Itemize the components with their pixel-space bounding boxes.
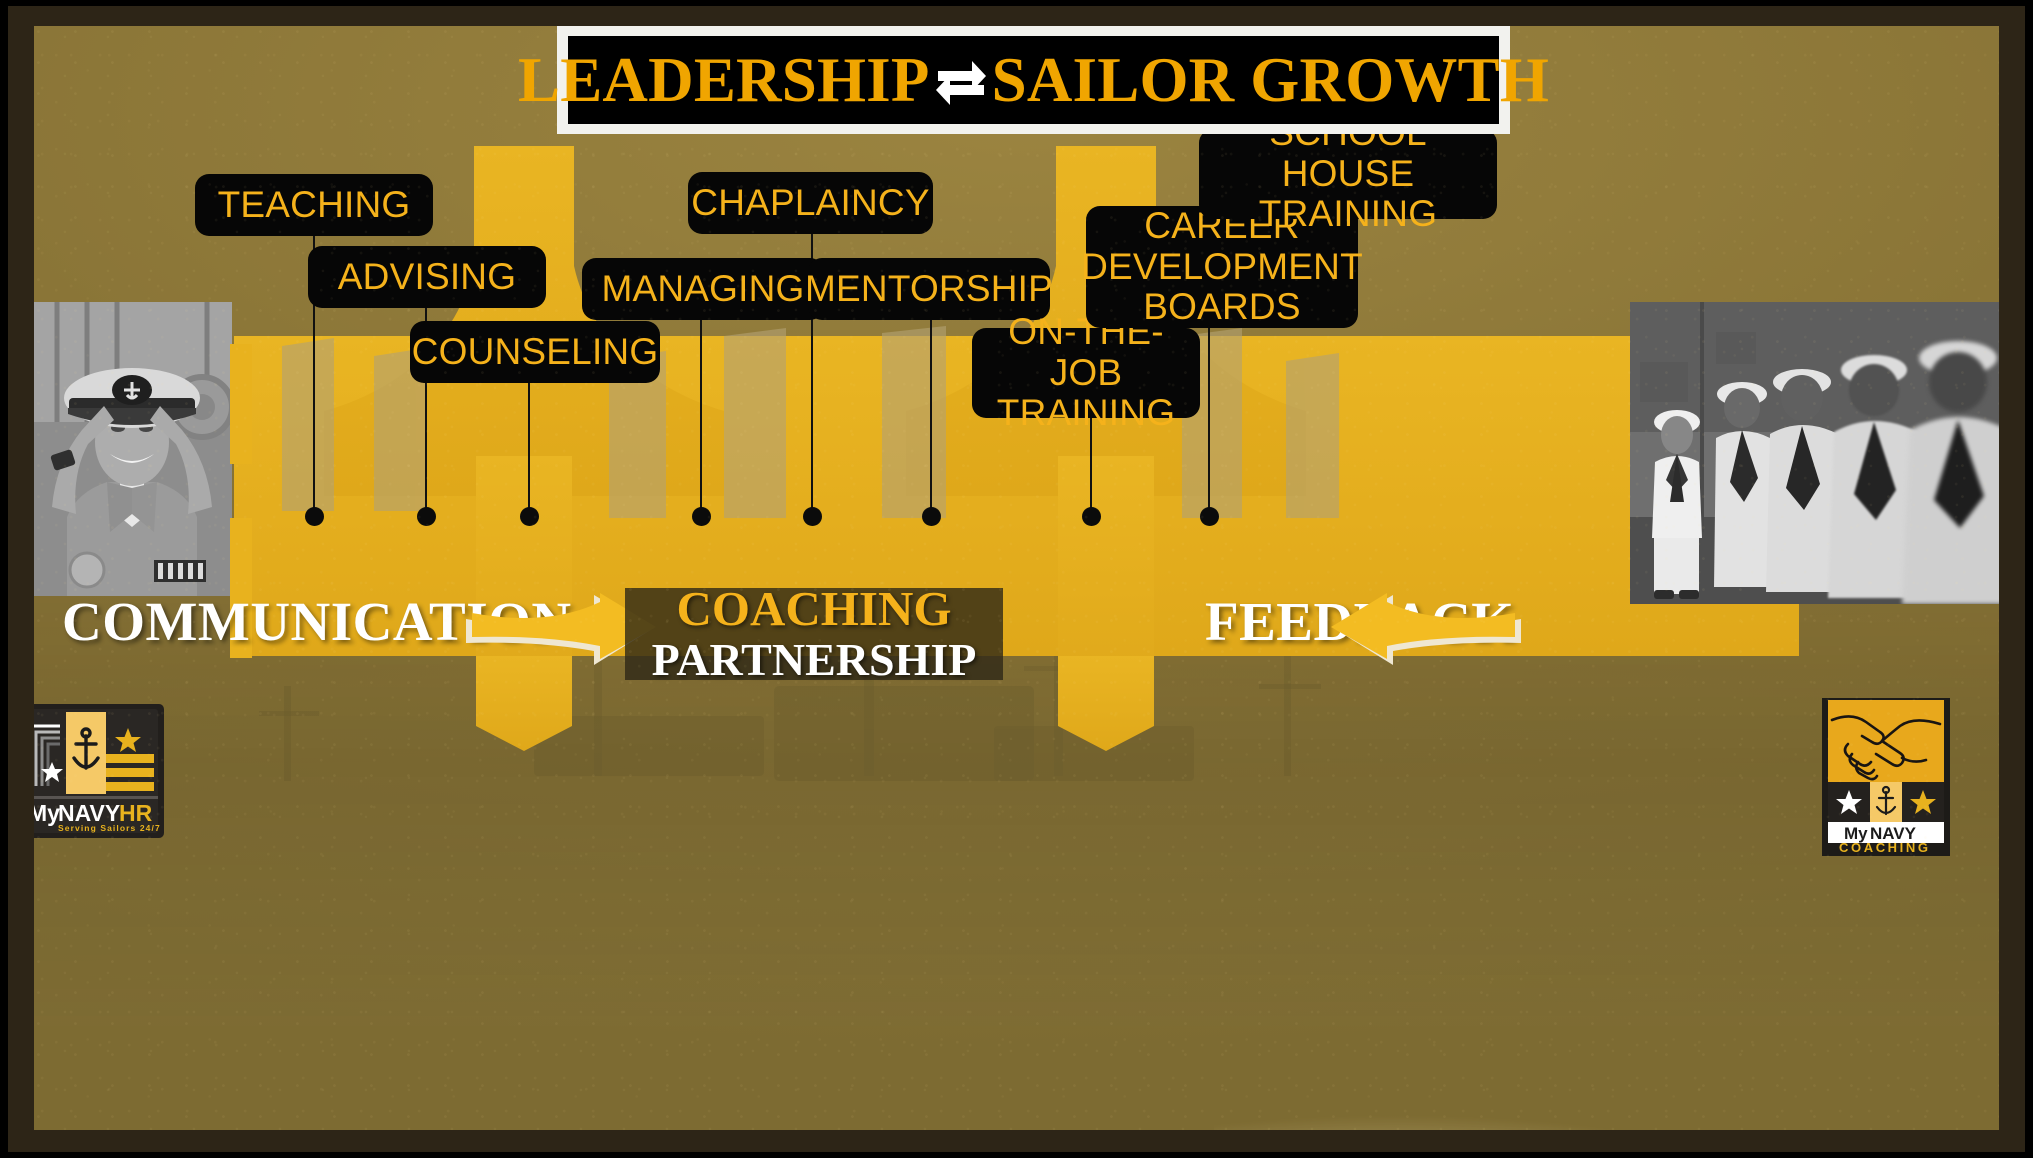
leader-line-managing	[700, 308, 702, 516]
coaching-partnership-box: COACHING PARTNERSHIP	[625, 582, 1003, 685]
leader-dot-ojt	[1082, 507, 1101, 526]
poster-canvas: TEACHING ADVISING COUNSELING MANAGING CH…	[34, 26, 1999, 1130]
svg-text:NAVY: NAVY	[58, 800, 120, 826]
coaching-line: COACHING	[676, 580, 952, 636]
ship-silhouette	[284, 686, 291, 781]
svg-text:My: My	[1844, 824, 1868, 843]
ship-silhouette	[774, 686, 1034, 781]
label-managing[interactable]: MANAGING	[582, 258, 824, 320]
title-bar: LEADERSHIP SAILOR GROWTH	[518, 36, 1549, 124]
svg-text:COACHING: COACHING	[1839, 840, 1931, 855]
label-text: COUNSELING	[411, 331, 659, 373]
ship-silhouette	[994, 726, 1194, 781]
leader-line-chaplaincy	[811, 221, 813, 516]
leader-line-mentorship	[930, 308, 932, 516]
leader-dot-mentorship	[922, 507, 941, 526]
ship-silhouette	[1284, 656, 1291, 776]
exchange-arrows-icon	[930, 49, 992, 111]
label-text-line2: DEVELOPMENT	[1081, 245, 1363, 287]
right-swoosh-arrow-icon	[466, 593, 656, 665]
sun-glow	[1214, 1116, 1734, 1130]
ship-silhouette	[259, 711, 319, 716]
label-text: CHAPLAINCY	[691, 182, 930, 224]
leader-dot-counseling	[520, 507, 539, 526]
leader-dot-managing	[692, 507, 711, 526]
label-text: MANAGING	[601, 268, 805, 310]
svg-text:My: My	[34, 800, 60, 826]
leader-dot-advising	[417, 507, 436, 526]
leader-line-counseling	[528, 368, 530, 516]
leader-dot-cdb	[1200, 507, 1219, 526]
leader-line-cdb	[1208, 308, 1210, 516]
label-text: TEACHING	[217, 184, 411, 226]
leader-line-teaching	[313, 224, 315, 516]
title-right-text: SAILOR GROWTH	[991, 44, 1550, 115]
ship-silhouette	[1054, 626, 1063, 776]
label-text: ADVISING	[337, 256, 517, 298]
label-career-development-boards[interactable]: CAREER DEVELOPMENT BOARDS	[1081, 205, 1363, 328]
leader-line-ojt	[1090, 394, 1092, 516]
label-text-line2: TRAINING	[1258, 193, 1438, 235]
svg-text:HR: HR	[119, 800, 153, 826]
ship-silhouette	[1259, 684, 1321, 689]
mynavy-hr-logo[interactable]: My NAVY HR Serving Sailors 24/7	[34, 704, 164, 838]
left-swoosh-arrow-icon	[1331, 593, 1521, 665]
photo-sailor-cover	[34, 302, 232, 596]
gold-accent-strip	[230, 344, 252, 464]
title-left-text: LEADERSHIP	[517, 44, 930, 115]
svg-text:Serving Sailors 24/7: Serving Sailors 24/7	[58, 823, 161, 833]
label-chaplaincy[interactable]: CHAPLAINCY	[688, 172, 933, 234]
ship-silhouette	[1024, 666, 1114, 671]
title-plaque: LEADERSHIP SAILOR GROWTH	[518, 26, 1549, 134]
label-advising[interactable]: ADVISING	[308, 246, 546, 308]
label-teaching[interactable]: TEACHING	[195, 174, 433, 236]
label-mentorship[interactable]: MENTORSHIP	[805, 258, 1054, 320]
partnership-line: PARTNERSHIP	[651, 633, 977, 685]
leader-line-advising	[425, 294, 427, 516]
label-text: MENTORSHIP	[805, 268, 1054, 310]
label-on-the-job-training[interactable]: ON-THE-JOB TRAINING	[972, 311, 1200, 433]
gold-accent-strip	[230, 518, 252, 658]
photo-sailors-formation	[1630, 302, 1999, 604]
label-text-line2: TRAINING	[996, 392, 1176, 434]
ship-silhouette	[534, 716, 764, 776]
mynavy-coaching-logo[interactable]: My NAVY COACHING	[1822, 698, 1950, 856]
svg-text:NAVY: NAVY	[1870, 824, 1917, 843]
leader-dot-teaching	[305, 507, 324, 526]
leader-dot-chaplaincy	[803, 507, 822, 526]
label-text-line3: BOARDS	[1143, 286, 1301, 328]
label-counseling[interactable]: COUNSELING	[410, 321, 660, 383]
ship-silhouette	[814, 546, 934, 552]
label-school-house-training[interactable]: SCHOOL HOUSE TRAINING	[1199, 112, 1497, 234]
